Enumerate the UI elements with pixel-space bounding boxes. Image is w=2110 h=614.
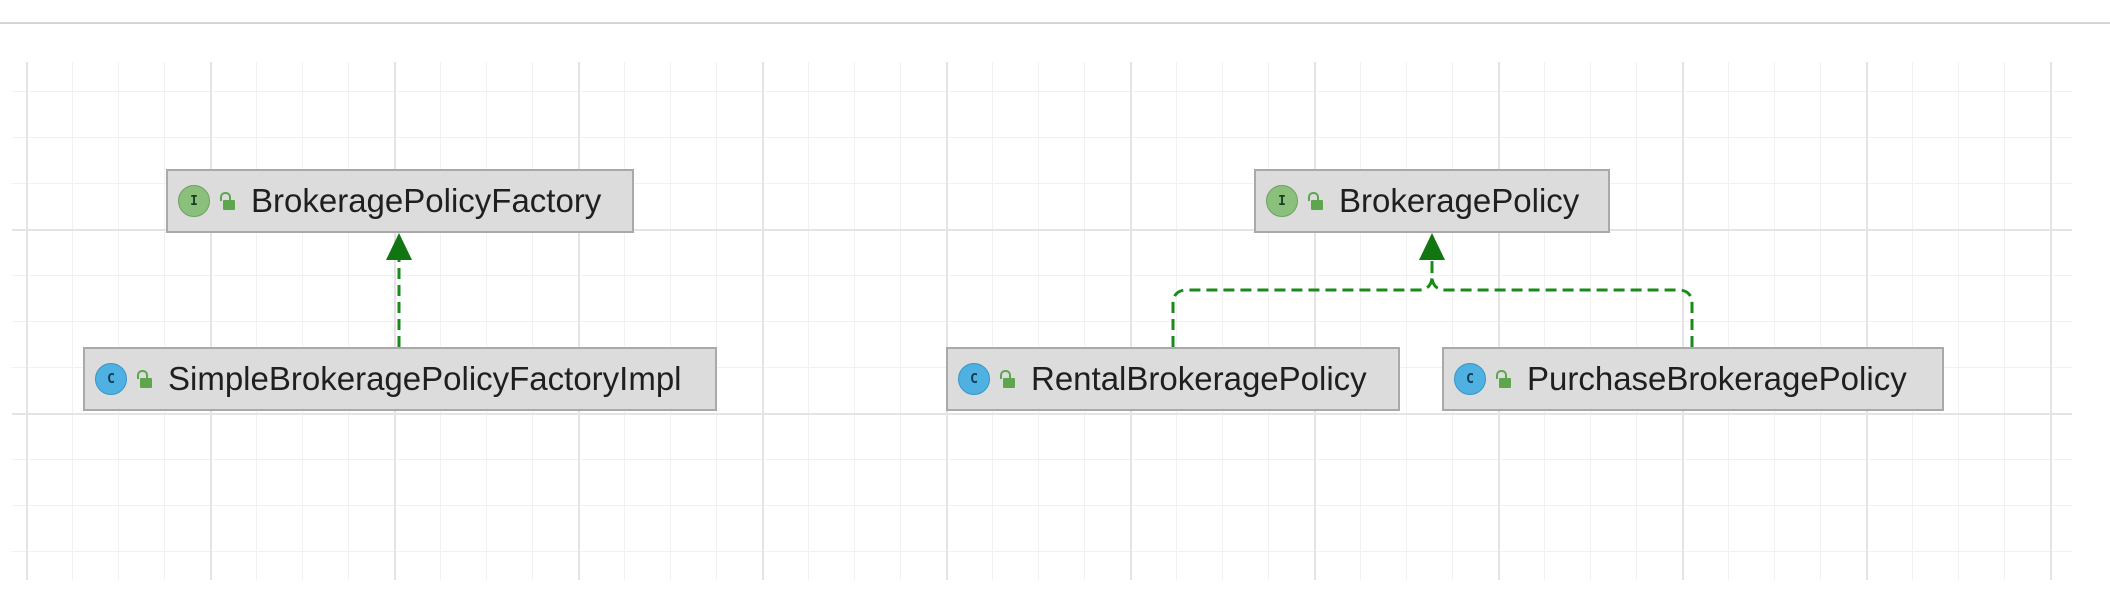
edge-rental-implements-brokerage-policy <box>1171 258 1434 347</box>
diagram-canvas[interactable] <box>12 62 2072 580</box>
unlocked-icon <box>1307 191 1323 211</box>
node-simple-brokerage-policy-factory-impl[interactable]: C SimpleBrokeragePolicyFactoryImpl <box>83 347 717 411</box>
class-badge-icon: C <box>95 363 127 395</box>
implements-arrowhead-brokerage-policy <box>1419 233 1445 260</box>
edge-purchase-implements-brokerage-policy <box>1430 258 1694 347</box>
implements-arrowhead-factory <box>386 233 412 260</box>
interface-badge-icon: I <box>1266 185 1298 217</box>
top-divider <box>0 22 2110 24</box>
node-purchase-brokerage-policy[interactable]: C PurchaseBrokeragePolicy <box>1442 347 1944 411</box>
node-rental-brokerage-policy[interactable]: C RentalBrokeragePolicy <box>946 347 1400 411</box>
node-brokerage-policy-factory[interactable]: I BrokeragePolicyFactory <box>166 169 634 233</box>
class-badge-icon: C <box>1454 363 1486 395</box>
unlocked-icon <box>999 369 1015 389</box>
unlocked-icon <box>219 191 235 211</box>
node-label: BrokeragePolicy <box>1339 182 1580 219</box>
node-brokerage-policy[interactable]: I BrokeragePolicy <box>1254 169 1610 233</box>
class-badge-icon: C <box>958 363 990 395</box>
node-label: SimpleBrokeragePolicyFactoryImpl <box>168 360 682 397</box>
unlocked-icon <box>136 369 152 389</box>
node-label: BrokeragePolicyFactory <box>251 182 602 219</box>
node-label: RentalBrokeragePolicy <box>1031 360 1367 397</box>
interface-badge-icon: I <box>178 185 210 217</box>
unlocked-icon <box>1495 369 1511 389</box>
node-label: PurchaseBrokeragePolicy <box>1527 360 1907 397</box>
